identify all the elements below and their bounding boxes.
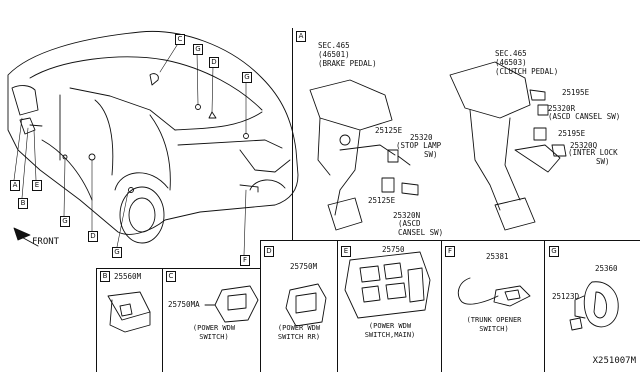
- panel-g-tag: G: [549, 246, 559, 257]
- caption-line: SWITCH,MAIN): [364, 331, 416, 339]
- caption-line: (POWER WDW: [277, 324, 321, 332]
- panel-a-tag: A: [296, 31, 306, 42]
- panel-d-tag: D: [264, 246, 274, 257]
- brake-pedal-assembly: [309, 79, 419, 231]
- panel-b-tag: B: [100, 271, 110, 282]
- sec-clutch-line3: (CLUTCH PEDAL): [495, 67, 559, 76]
- caption-line: SWITCH): [479, 325, 509, 333]
- caption-line: (POWER WDW: [368, 322, 412, 330]
- part-number: 25320Q: [570, 141, 598, 150]
- callout-box: G: [60, 216, 70, 227]
- part-number: 25195E: [562, 88, 590, 97]
- part-number: 25320N: [393, 211, 421, 220]
- part-number: 25560M: [114, 272, 142, 281]
- part-25360-sketch: [569, 281, 619, 331]
- caption-line: (TRUNK OPENER: [466, 316, 522, 324]
- part-desc: (INTER LOCK: [568, 148, 618, 157]
- panel-e-tag: E: [341, 246, 351, 257]
- callout-box: E: [32, 180, 42, 191]
- panel-b-frame: [96, 268, 97, 372]
- panel-e-frame: [337, 240, 338, 372]
- callout-box: A: [10, 180, 20, 191]
- bottom-panels-top-rule: [260, 240, 640, 241]
- part-number: 25360: [595, 264, 618, 273]
- part-number: 25750M: [290, 262, 318, 271]
- panel-c-tag: C: [166, 271, 176, 282]
- bottom-left-panels-top-rule: [96, 268, 260, 269]
- part-25560m-sketch: [107, 291, 151, 333]
- caption-line: SWITCH RR): [277, 333, 321, 341]
- panel-c-frame: [162, 268, 163, 372]
- caption-line: (POWER WDW: [192, 324, 236, 332]
- part-number: 25750MA: [168, 300, 200, 309]
- panel-f-tag: F: [445, 246, 455, 257]
- front-label: FRONT: [32, 237, 60, 247]
- caption-line: SWITCH): [199, 333, 229, 341]
- callout-box: G: [242, 72, 252, 83]
- callout-box: F: [240, 255, 250, 266]
- part-25750-sketch: [344, 251, 431, 319]
- part-number: 25320R: [548, 104, 576, 113]
- part-desc: CANSEL SW): [398, 228, 444, 237]
- callout-box: D: [209, 57, 219, 68]
- callout-box: C: [175, 34, 185, 45]
- part-number: 25195E: [558, 129, 586, 138]
- part-desc: (ASCD: [398, 219, 421, 228]
- car-leader-lines: [13, 41, 247, 256]
- sec-brake-line3: (BRAKE PEDAL): [318, 59, 377, 68]
- car-illustration: [7, 30, 299, 244]
- callout-box: G: [112, 247, 122, 258]
- callout-box: D: [88, 231, 98, 242]
- part-desc: (ASCD CANSEL SW): [548, 112, 621, 121]
- part-number: 25381: [486, 252, 509, 261]
- sec-clutch-line2: (46503): [495, 58, 527, 67]
- part-number: 25125E: [375, 126, 403, 135]
- sec-brake-line1: SEC.465: [318, 41, 350, 50]
- part-desc: (STOP LAMP: [396, 141, 442, 150]
- part-desc: SW): [596, 157, 610, 166]
- panel-g-frame: [544, 240, 545, 372]
- part-25381-sketch: [457, 277, 531, 307]
- part-number: 25750: [382, 245, 405, 254]
- panel-d-frame: [260, 240, 261, 372]
- sec-clutch-line1: SEC.465: [495, 49, 527, 58]
- clutch-pedal-assembly: [449, 61, 567, 231]
- part-25750ma-sketch: [204, 285, 259, 323]
- part-desc: SW): [424, 150, 438, 159]
- callout-box: B: [18, 198, 28, 209]
- part-number: 25320: [410, 133, 433, 142]
- part-number: 25125E: [368, 196, 396, 205]
- callout-box: G: [193, 44, 203, 55]
- part-number: 25123D: [552, 292, 580, 301]
- sec-brake-line2: (46501): [318, 50, 350, 59]
- panel-a-frame: [292, 28, 293, 240]
- panel-f-frame: [441, 240, 442, 372]
- part-25750m-sketch: [285, 283, 327, 327]
- diagram-id: X251007M: [592, 356, 636, 366]
